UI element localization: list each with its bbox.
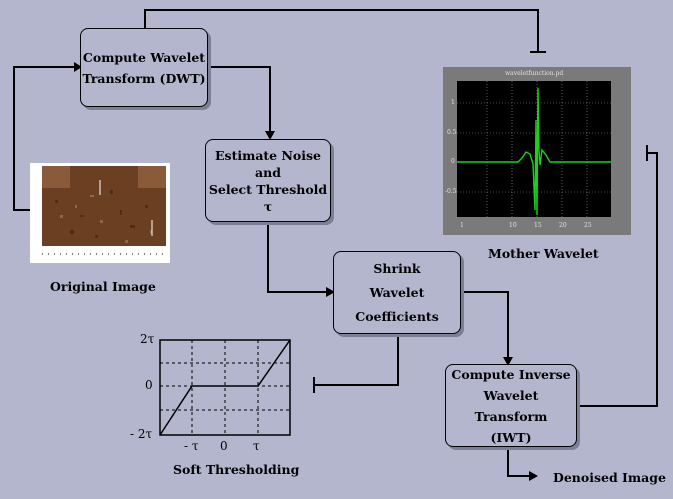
estimate-noise-box: Estimate Noise and Select Threshold τ	[205, 139, 331, 222]
threshold-x-tick-pos: τ	[253, 439, 260, 453]
wavelet-x-tick: 25	[584, 222, 592, 229]
estimate-line-3: Select Threshold τ	[208, 181, 328, 214]
connector-dwt-to-estimate	[208, 66, 271, 138]
estimate-line-2: and	[255, 164, 281, 180]
wavelet-x-tick: 10	[509, 222, 517, 229]
wavelet-x-tick: 1	[460, 222, 464, 229]
threshold-y-tick-zero: 0	[145, 378, 153, 392]
shrink-line-1: Shrink	[373, 260, 421, 276]
estimate-line-1: Estimate Noise	[215, 147, 321, 163]
original-image	[30, 163, 170, 263]
iwt-box: Compute Inverse Wavelet Transform (IWT)	[445, 364, 577, 447]
wavelet-plot-title: waveletfunction.pd	[505, 70, 564, 77]
shrink-box: Shrink Wavelet Coefficients	[333, 251, 461, 334]
arrowhead-shrink	[326, 287, 335, 297]
soft-thresholding-label: Soft Thresholding	[173, 462, 300, 477]
arrowhead-denoised	[529, 471, 538, 481]
wavelet-y-tick: 1	[451, 99, 455, 106]
connector-iwt-to-denoised	[507, 447, 535, 477]
shrink-line-3: Coefficients	[355, 308, 439, 324]
connector-dwt-to-wavelet	[144, 9, 539, 51]
iwt-line-2: Wavelet Transform	[474, 387, 548, 424]
threshold-y-tick-top: 2τ	[140, 332, 155, 346]
denoised-image-label: Denoised Image	[553, 470, 666, 485]
iwt-line-1: Compute Inverse	[451, 366, 571, 382]
wavelet-x-tick: 20	[559, 222, 567, 229]
arrowhead-dwt	[74, 62, 82, 72]
wavelet-y-tick: 0	[451, 158, 455, 165]
mother-wavelet-label: Mother Wavelet	[488, 246, 599, 261]
soft-threshold-curve	[159, 339, 291, 436]
dwt-box: Compute Wavelet Transform (DWT)	[80, 28, 208, 107]
original-image-label: Original Image	[50, 279, 156, 294]
mother-wavelet-plot	[443, 67, 631, 235]
wavelet-y-tick: 0.5	[447, 129, 457, 136]
connector-shrink-to-iwt	[461, 291, 509, 363]
dwt-line-1: Compute Wavelet	[82, 49, 206, 65]
threshold-x-tick-neg: - τ	[184, 439, 199, 453]
arrowhead-iwt	[503, 357, 513, 366]
wavelet-trace	[457, 87, 611, 216]
connector-image-to-dwt	[13, 66, 80, 211]
threshold-x-tick-zero: 0	[220, 439, 228, 453]
connector-iwt-to-wavelet	[577, 152, 658, 407]
soft-thresholding-graph	[159, 339, 291, 436]
connector-estimate-to-shrink	[267, 225, 333, 293]
dwt-line-2: Transform (DWT)	[82, 70, 206, 86]
threshold-y-tick-bottom: - 2τ	[130, 427, 153, 441]
wavelet-x-tick: 15	[534, 222, 542, 229]
arrowhead-estimate	[265, 131, 275, 140]
iwt-line-3: (IWT)	[490, 429, 532, 445]
shrink-line-2: Wavelet	[369, 284, 425, 300]
wavelet-y-tick: -0.5	[445, 188, 457, 195]
connector-shrink-to-threshold	[314, 334, 399, 386]
